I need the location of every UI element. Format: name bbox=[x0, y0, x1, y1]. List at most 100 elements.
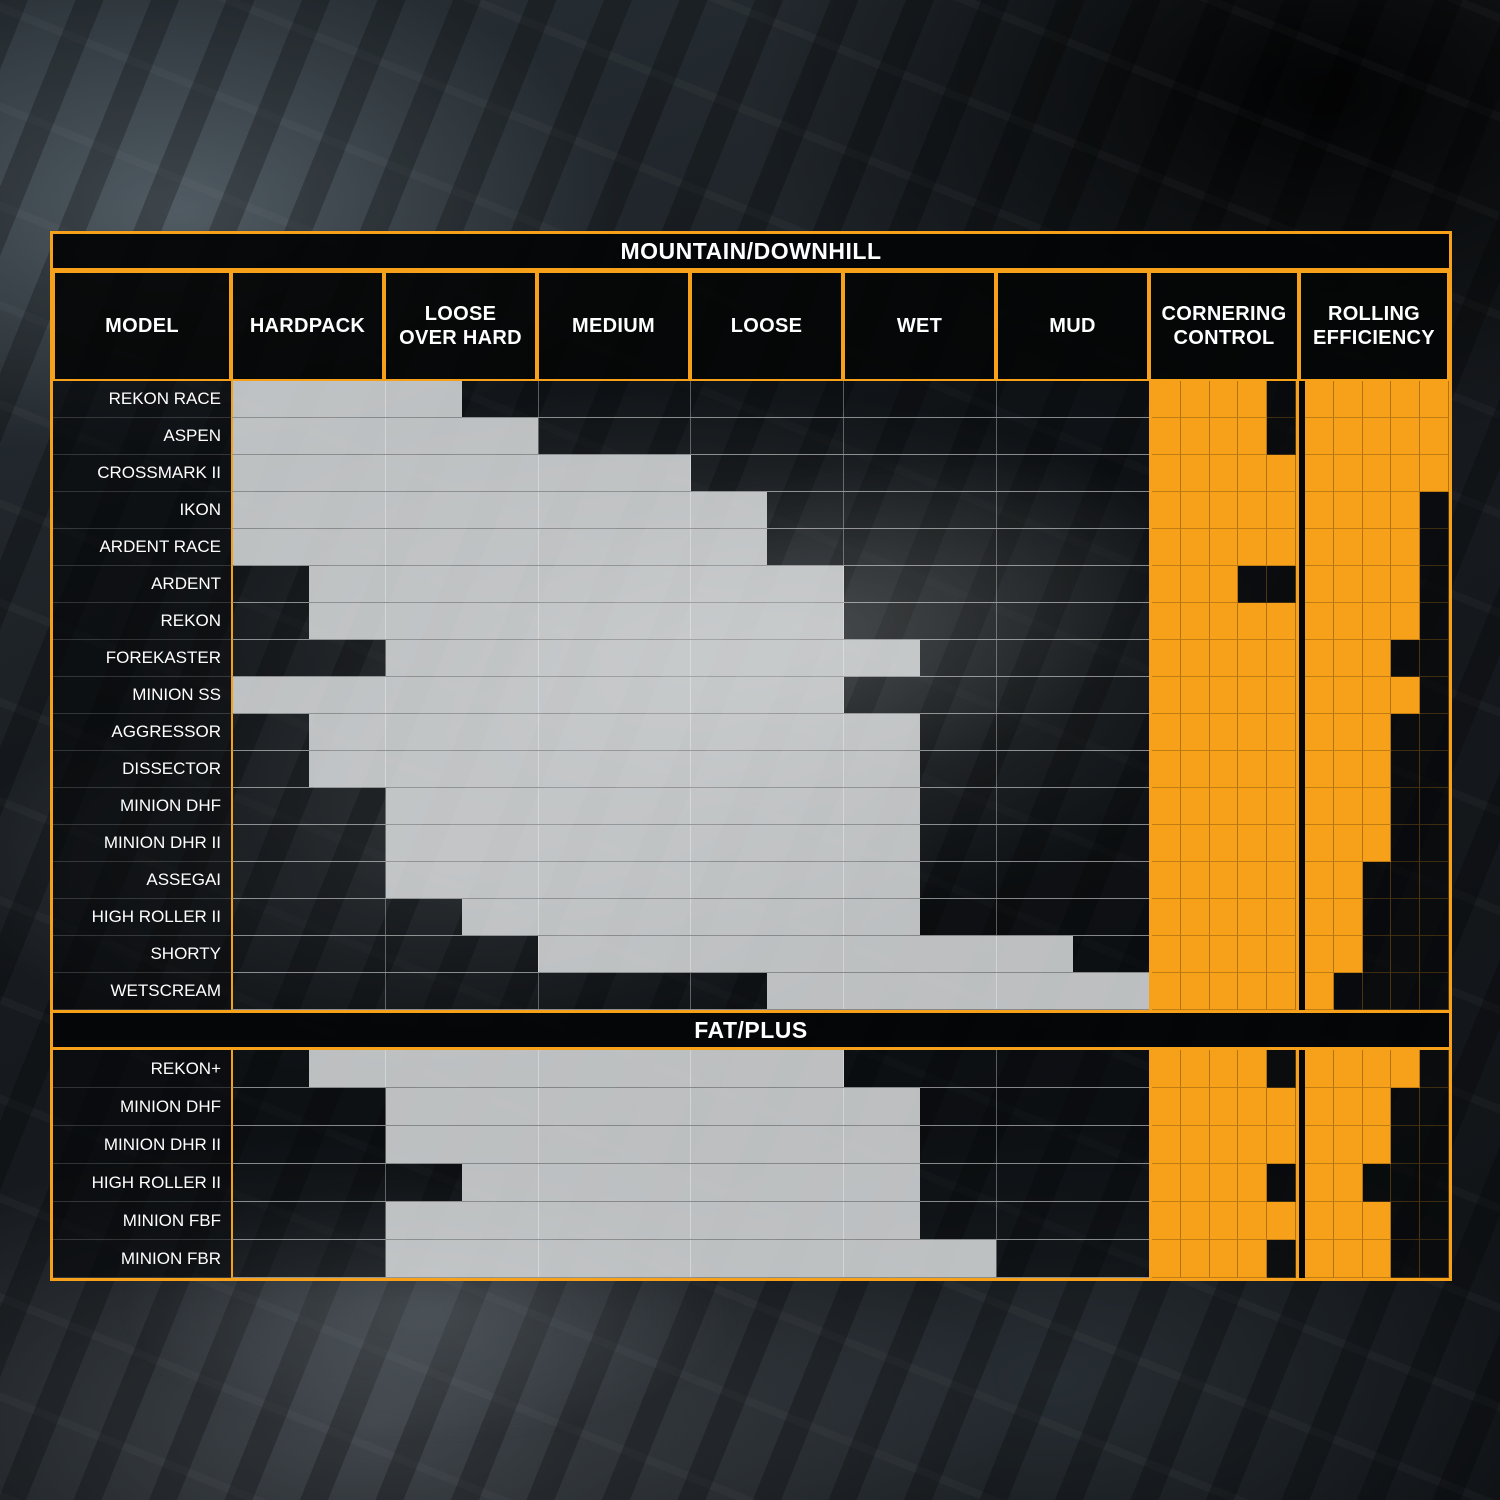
rating-cell bbox=[1209, 640, 1239, 677]
terrain-grid-cell bbox=[997, 1088, 1149, 1125]
terrain-range-bar bbox=[233, 381, 462, 417]
terrain-range-track bbox=[231, 640, 1149, 677]
terrain-grid-cell bbox=[691, 899, 845, 935]
terrain-grid-cell bbox=[997, 936, 1149, 972]
rating-cell bbox=[1333, 788, 1363, 825]
rating-cell bbox=[1267, 1050, 1296, 1088]
rating-cell bbox=[1238, 936, 1268, 973]
rating-cell bbox=[1238, 455, 1268, 492]
rating-cell bbox=[1238, 1050, 1268, 1088]
col-header-cornering-control: CORNERING CONTROL bbox=[1149, 271, 1299, 381]
re-rating bbox=[1299, 862, 1449, 899]
rating-cell bbox=[1391, 418, 1421, 455]
terrain-range-bar bbox=[385, 640, 920, 676]
terrain-range-track bbox=[231, 418, 1149, 455]
rating-cell bbox=[1238, 529, 1268, 566]
terrain-grid-cell bbox=[386, 566, 539, 602]
cc-rating bbox=[1149, 455, 1299, 492]
re-rating bbox=[1299, 677, 1449, 714]
rating-cell bbox=[1305, 566, 1334, 603]
model-label: HIGH ROLLER II bbox=[53, 899, 231, 936]
tire-row: MINION DHR II bbox=[53, 1126, 1449, 1164]
terrain-grid-cell bbox=[386, 936, 539, 972]
terrain-range-bar bbox=[385, 1088, 920, 1125]
rating-cell bbox=[1267, 1240, 1296, 1278]
terrain-range-track bbox=[231, 714, 1149, 751]
rating-cell bbox=[1209, 1164, 1239, 1202]
terrain-range-track bbox=[231, 899, 1149, 936]
rating-cell bbox=[1209, 1088, 1239, 1126]
tire-row: MINION FBF bbox=[53, 1202, 1449, 1240]
rating-cell bbox=[1333, 751, 1363, 788]
rating-cell bbox=[1238, 751, 1268, 788]
terrain-grid-cell bbox=[539, 677, 692, 713]
tire-row: CROSSMARK II bbox=[53, 455, 1449, 492]
terrain-grid-cell bbox=[844, 529, 998, 565]
terrain-grid-cell bbox=[844, 677, 998, 713]
rating-cell bbox=[1333, 640, 1363, 677]
cc-rating bbox=[1149, 381, 1299, 418]
terrain-grid-cell bbox=[691, 714, 845, 750]
terrain-grid-cell bbox=[386, 640, 539, 676]
re-rating bbox=[1299, 1240, 1449, 1278]
re-rating bbox=[1299, 529, 1449, 566]
rating-cell bbox=[1238, 677, 1268, 714]
terrain-grid-cell bbox=[233, 788, 386, 824]
cc-rating bbox=[1149, 862, 1299, 899]
re-rating bbox=[1299, 566, 1449, 603]
rating-cell bbox=[1152, 1202, 1181, 1240]
cc-rating bbox=[1149, 825, 1299, 862]
rating-cell bbox=[1152, 714, 1181, 751]
rating-cell bbox=[1238, 1126, 1268, 1164]
model-label: REKON bbox=[53, 603, 231, 640]
model-label: SHORTY bbox=[53, 936, 231, 973]
terrain-grid-cell bbox=[997, 677, 1149, 713]
rating-cell bbox=[1420, 899, 1449, 936]
model-label: MINION DHR II bbox=[53, 1126, 231, 1164]
terrain-grid-cell bbox=[691, 862, 845, 898]
re-rating bbox=[1299, 1126, 1449, 1164]
rating-cell bbox=[1267, 936, 1296, 973]
model-label: CROSSMARK II bbox=[53, 455, 231, 492]
cc-rating bbox=[1149, 529, 1299, 566]
terrain-range-track bbox=[231, 1164, 1149, 1202]
re-rating bbox=[1299, 455, 1449, 492]
rating-cell bbox=[1180, 1164, 1210, 1202]
terrain-grid-cell bbox=[233, 381, 386, 417]
rating-cell bbox=[1238, 1202, 1268, 1240]
terrain-grid-cell bbox=[997, 1202, 1149, 1239]
col-header-loose-over-hard: LOOSE OVER HARD bbox=[384, 271, 537, 381]
rating-cell bbox=[1180, 825, 1210, 862]
col-header-hardpack: HARDPACK bbox=[231, 271, 384, 381]
rating-cell bbox=[1362, 973, 1392, 1010]
rating-cell bbox=[1420, 492, 1449, 529]
terrain-grid-cell bbox=[844, 973, 998, 1009]
rating-cell bbox=[1209, 751, 1239, 788]
rating-cell bbox=[1152, 973, 1181, 1010]
rating-cell bbox=[1180, 862, 1210, 899]
rating-cell bbox=[1420, 1126, 1449, 1164]
rating-cell bbox=[1152, 529, 1181, 566]
terrain-grid-cell bbox=[386, 603, 539, 639]
rating-cell bbox=[1152, 936, 1181, 973]
rating-cell bbox=[1391, 825, 1421, 862]
model-label: MINION DHF bbox=[53, 1088, 231, 1126]
terrain-grid-cell bbox=[844, 1240, 998, 1277]
rating-cell bbox=[1305, 492, 1334, 529]
rating-cell bbox=[1420, 1088, 1449, 1126]
tire-row: HIGH ROLLER II bbox=[53, 1164, 1449, 1202]
terrain-grid-cell bbox=[844, 714, 998, 750]
col-header-medium: MEDIUM bbox=[537, 271, 690, 381]
rating-cell bbox=[1305, 1050, 1334, 1088]
terrain-grid-cell bbox=[844, 1050, 998, 1087]
cc-rating bbox=[1149, 936, 1299, 973]
rating-cell bbox=[1209, 677, 1239, 714]
rating-cell bbox=[1362, 1202, 1392, 1240]
rating-cell bbox=[1180, 1126, 1210, 1164]
rating-cell bbox=[1152, 677, 1181, 714]
tire-row: WETSCREAM bbox=[53, 973, 1449, 1010]
terrain-grid-cell bbox=[691, 1088, 845, 1125]
terrain-range-bar bbox=[538, 936, 1073, 972]
terrain-grid-cell bbox=[386, 1240, 539, 1277]
terrain-range-bar bbox=[385, 1202, 920, 1239]
